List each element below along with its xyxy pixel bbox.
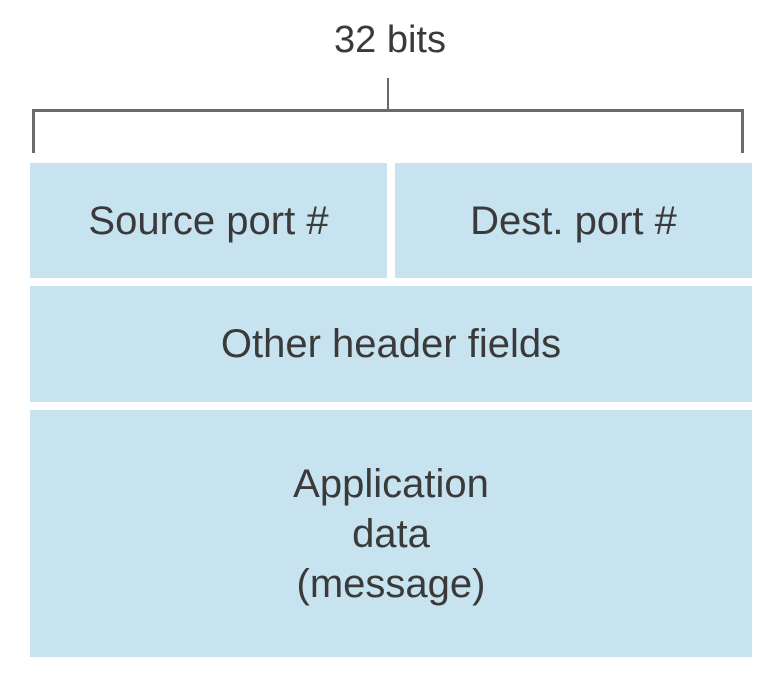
width-caption: 32 bits [334, 19, 446, 61]
cell-dest-port-label: Dest. port # [470, 198, 677, 243]
cell-dest-port: Dest. port # [395, 163, 752, 278]
caption-tick-line [387, 78, 389, 111]
segment-row-ports: Source port # Dest. port # [30, 163, 752, 278]
cell-other-header-fields: Other header fields [30, 286, 752, 402]
segment-table: Source port # Dest. port # Other header … [30, 163, 752, 657]
segment-row-other-header: Other header fields [30, 286, 752, 402]
segment-row-application-data: Application data (message) [30, 410, 752, 657]
cell-other-header-fields-label: Other header fields [220, 322, 562, 366]
cell-application-data-label: Application data (message) [293, 461, 489, 606]
cell-application-data: Application data (message) [30, 410, 752, 657]
width-bracket [32, 109, 744, 153]
cell-source-port: Source port # [30, 163, 387, 278]
cell-source-port-label: Source port # [88, 198, 329, 243]
